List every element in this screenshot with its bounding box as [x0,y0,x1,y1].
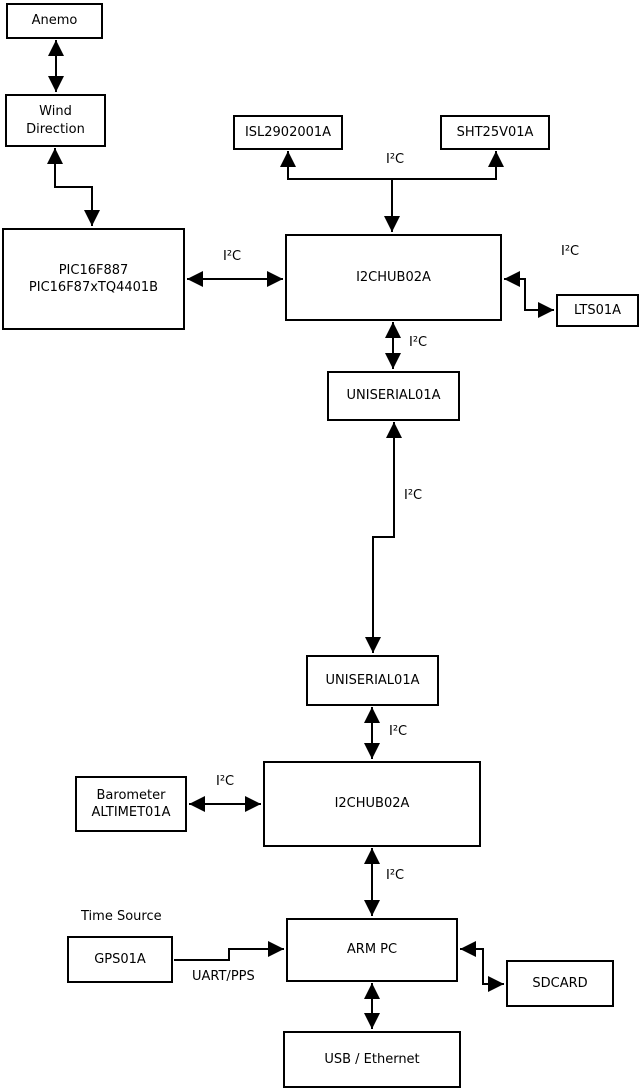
edge-label-uart-pps: UART/PPS [192,969,255,984]
edge-hub1-lts [504,271,554,318]
node-i2c-hub-bottom: I2CHUB02A [263,761,481,847]
node-uniserial-top: UNISERIAL01A [327,371,460,421]
edge-armpc-sdcard [460,941,504,992]
node-sht25v01a: SHT25V01A [440,115,550,150]
node-arm-pc: ARM PC [286,918,458,982]
edge-wind-pic [47,148,100,226]
edge-label-i2c-pic: I²C [223,249,242,264]
node-isl2902001a: ISL2902001A [233,115,343,150]
node-lts01a: LTS01A [556,294,639,327]
node-usb-ethernet: USB / Ethernet [283,1031,461,1088]
edge-uniserial1-uniserial2 [365,422,402,653]
edge-label-i2c-uniserial-hub2: I²C [389,724,408,739]
edge-label-i2c-lts: I²C [561,244,580,259]
node-sdcard: SDCARD [506,960,614,1007]
node-anemometer: Anemo [6,3,103,39]
node-pic-microcontroller: PIC16F887 PIC16F87xTQ4401B [2,228,185,330]
node-i2c-hub-top: I2CHUB02A [285,234,502,321]
edge-label-i2c-uniserial-link: I²C [404,488,423,503]
edge-label-i2c-sensors: I²C [386,152,405,167]
edge-label-i2c-barometer: I²C [216,774,235,789]
node-wind-direction: Wind Direction [5,94,106,147]
edge-gps-armpc [174,941,284,961]
node-gps01a: GPS01A [67,936,173,983]
node-uniserial-bottom: UNISERIAL01A [306,655,439,706]
edge-label-i2c-hub-uniserial: I²C [409,335,428,350]
edge-label-i2c-hub2-arm: I²C [386,868,405,883]
node-barometer: Barometer ALTIMET01A [75,776,187,832]
edge-label-time-source: Time Source [81,909,162,924]
